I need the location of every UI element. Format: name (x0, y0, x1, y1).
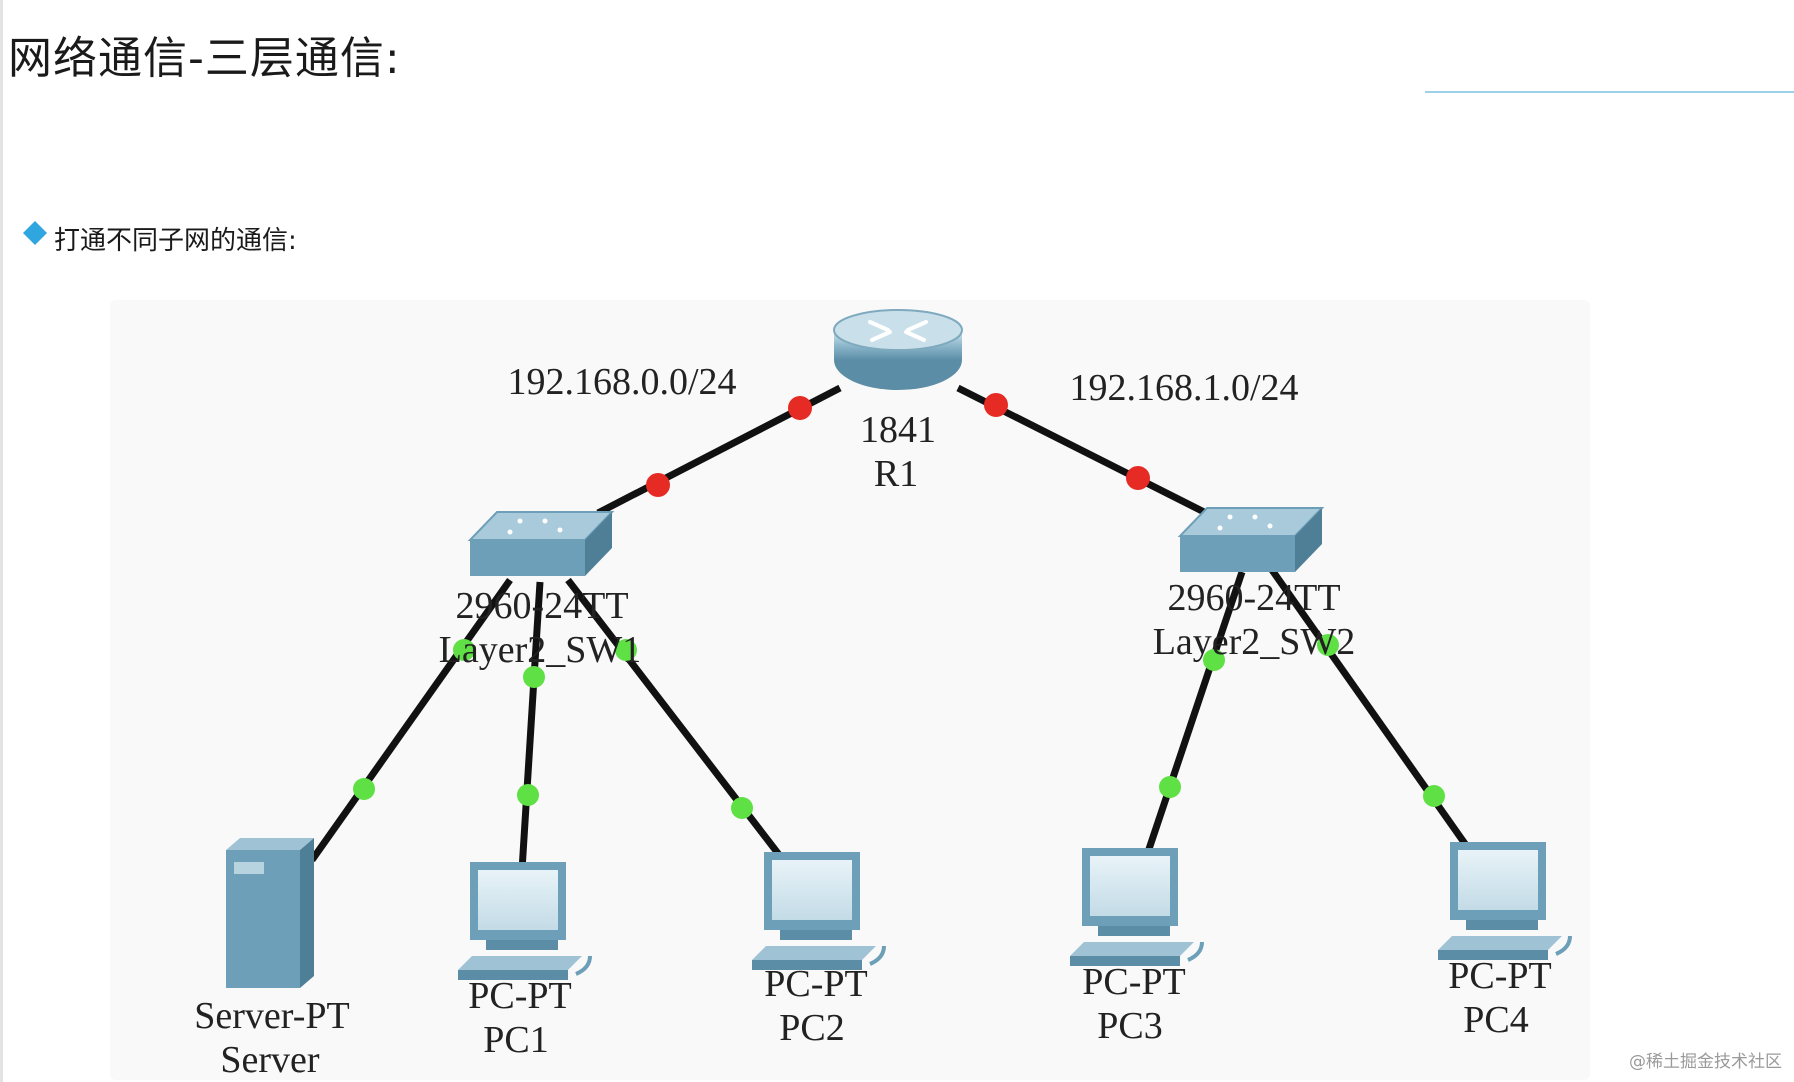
pc-icon[interactable] (458, 862, 592, 980)
section-heading: 打通不同子网的通信: (54, 226, 297, 256)
pc2-model-label: PC-PT (764, 963, 867, 1005)
server-model-label: Server-PT (194, 995, 349, 1037)
port-green-pc3 (1159, 776, 1181, 798)
switch1-model-label: 2960-24TT (455, 585, 628, 627)
port-red-router-right (984, 393, 1008, 417)
server-icon[interactable] (226, 838, 314, 988)
pc3-name-label: PC3 (1097, 1005, 1162, 1047)
switch1-name-label: Layer2_SW1 (439, 629, 642, 671)
pc4-model-label: PC-PT (1448, 955, 1551, 997)
switch-icon[interactable] (1177, 507, 1325, 572)
port-indicators (353, 393, 1445, 819)
port-green-pc2 (731, 797, 753, 819)
port-red-router-left (788, 396, 812, 420)
diamond-bullet-icon (23, 221, 47, 245)
port-green-sw2-pc3 (1203, 649, 1225, 671)
header-divider (1425, 91, 1794, 93)
pc-icon[interactable] (752, 852, 886, 970)
port-red-sw1-up (646, 473, 670, 497)
left-subnet-label: 192.168.0.0/24 (507, 361, 736, 403)
port-green-sw2-pc4 (1317, 634, 1339, 656)
pc2-name-label: PC2 (779, 1007, 844, 1049)
router-model-label: 1841 (860, 409, 936, 451)
port-green-sw1-server (453, 639, 475, 661)
right-subnet-label: 192.168.1.0/24 (1069, 367, 1298, 409)
switch2-name-label: Layer2_SW2 (1153, 621, 1356, 663)
pc3-model-label: PC-PT (1082, 961, 1185, 1003)
router-name-label: R1 (874, 453, 918, 495)
router-icon[interactable] (833, 309, 963, 390)
pc-icon[interactable] (1438, 842, 1572, 960)
pc4-name-label: PC4 (1463, 999, 1528, 1041)
server-name-label: Server (220, 1039, 320, 1081)
port-green-sw1-pc1 (523, 666, 545, 688)
port-green-pc4 (1423, 785, 1445, 807)
watermark: @稀土掘金技术社区 (1629, 1052, 1782, 1072)
port-green-sw1-pc2 (615, 639, 637, 661)
port-green-server (353, 778, 375, 800)
page-title: 网络通信-三层通信: (8, 33, 401, 84)
pc1-name-label: PC1 (483, 1019, 548, 1061)
switch-icon[interactable] (467, 511, 615, 576)
pc1-model-label: PC-PT (468, 975, 571, 1017)
port-green-pc1 (517, 784, 539, 806)
pc-icon[interactable] (1070, 848, 1204, 966)
left-border (0, 0, 3, 1082)
port-red-sw2-up (1126, 466, 1150, 490)
link-sw2-pc3 (1144, 570, 1246, 854)
switch2-model-label: 2960-24TT (1167, 577, 1340, 619)
link-sw1-pc1 (518, 581, 544, 871)
link-sw1-server (309, 577, 513, 863)
